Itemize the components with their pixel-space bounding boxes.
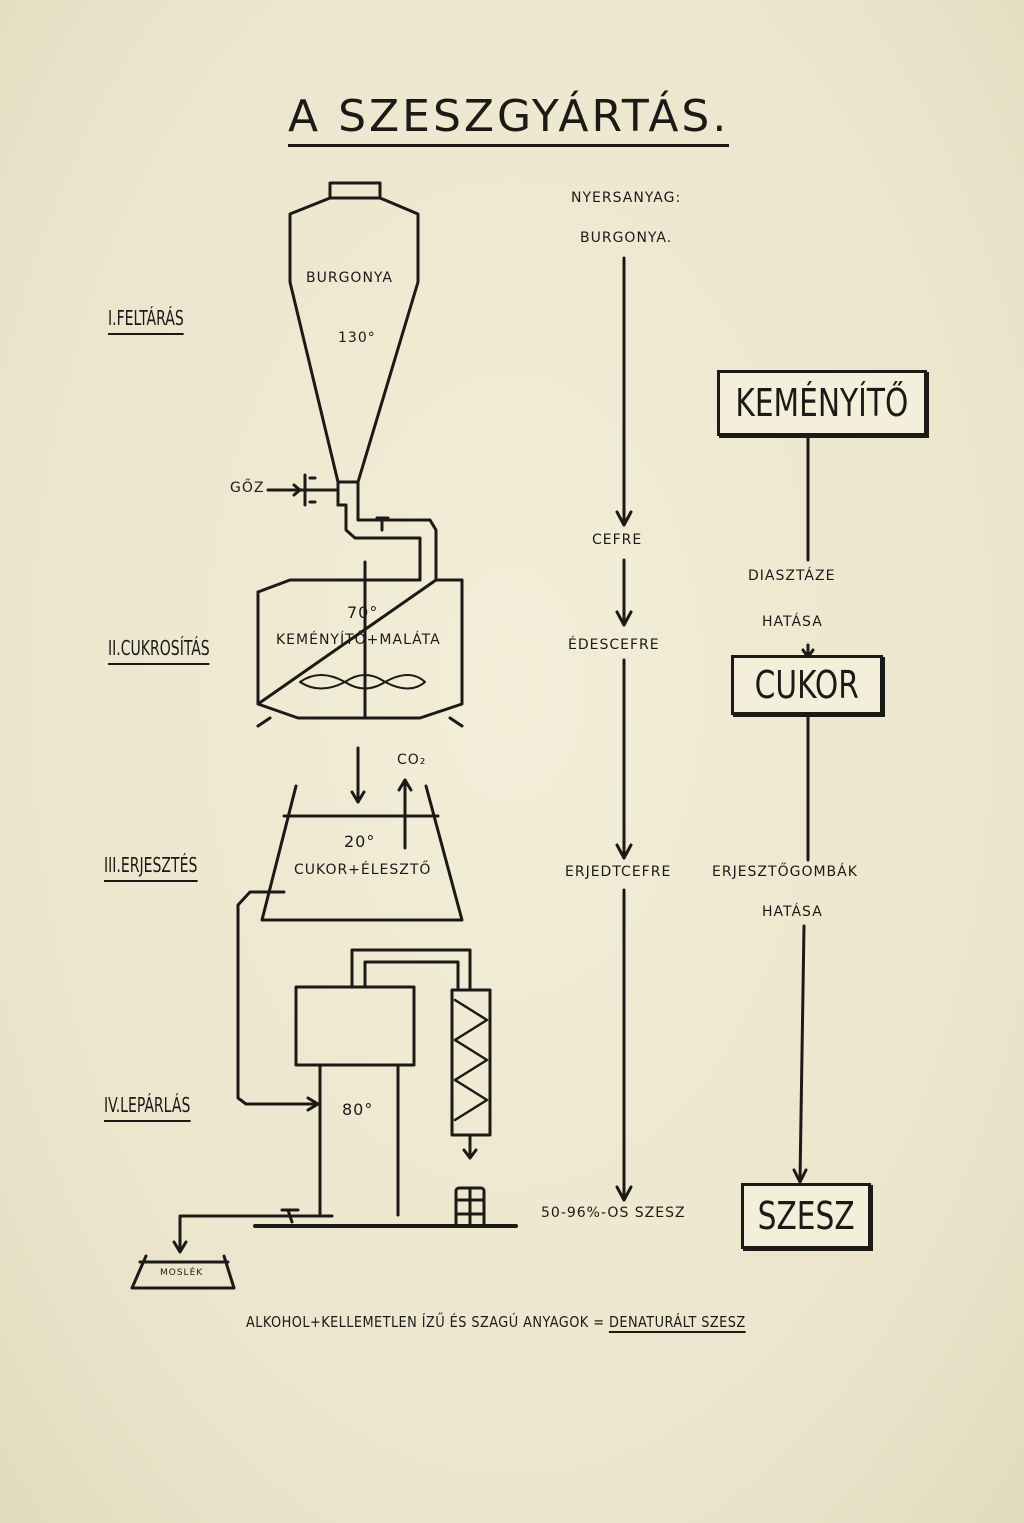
flow-step-1: CEFRE [592, 532, 643, 548]
flow-step-2: ÉDESCEFRE [568, 637, 660, 653]
steam-valve [266, 473, 340, 507]
fermenting-vat [260, 784, 464, 922]
steam-label: GŐZ [230, 480, 265, 496]
slop-vat [130, 1254, 236, 1290]
starch-box: KEMÉNYÍTŐ [717, 370, 927, 436]
steamer-cone [288, 181, 420, 507]
yeast-label: ERJESZTŐGOMBÁK [712, 864, 858, 880]
fermenter-to-still-pipe [236, 890, 320, 1112]
raw-material-label: NYERSANYAG: [571, 190, 682, 206]
receiver-barrel [454, 1186, 486, 1228]
sugar-box: CUKOR [731, 655, 883, 715]
diastase-effect-label: HATÁSA [762, 614, 823, 630]
flow-arrows [615, 256, 633, 1202]
slop-label: MOSLÉK [160, 1268, 204, 1278]
cone-content-label: BURGONYA [306, 270, 393, 286]
still-temp-label: 80° [342, 1100, 374, 1119]
stage-1-label: I.FELTÁRÁS [108, 306, 184, 335]
chem-arrows [792, 431, 815, 1184]
spirit-box-label: SZESZ [757, 1194, 855, 1238]
mash-temp-label: 70° [347, 603, 379, 622]
flow-step-3: ERJEDTCEFRE [565, 864, 672, 880]
sugar-box-label: CUKOR [754, 663, 860, 707]
diastase-label: DIASZTÁZE [748, 568, 836, 584]
condenser [450, 988, 492, 1160]
footer-result: DENATURÁLT SZESZ [609, 1313, 746, 1333]
mash-tun [256, 560, 464, 728]
stage-4-label: IV.LEPÁRLÁS [104, 1093, 191, 1122]
stage-2-label: II.CUKROSÍTÁS [108, 636, 210, 665]
stage-3-label: III.ERJESZTÉS [104, 853, 198, 882]
mash-content-label: KEMÉNYÍTŐ+MALÁTA [276, 632, 441, 648]
cone-temp-label: 130° [338, 330, 376, 346]
slop-drain [172, 1208, 334, 1254]
transfer-pipe [336, 503, 438, 582]
still [294, 948, 472, 1217]
tun-to-fermenter-arrows [350, 746, 413, 850]
yeast-effect-label: HATÁSA [762, 904, 823, 920]
starch-box-label: KEMÉNYÍTŐ [735, 381, 909, 425]
raw-material-value: BURGONYA. [580, 230, 673, 246]
page-title: A SZESZGYÁRTÁS. [288, 92, 730, 147]
footer-note: ALKOHOL+KELLEMETLEN ÍZŰ ÉS SZAGÚ ANYAGOK… [246, 1313, 746, 1333]
spirit-box: SZESZ [741, 1183, 871, 1249]
co2-label: CO₂ [397, 752, 427, 768]
flow-step-4: 50-96%-OS SZESZ [541, 1205, 686, 1221]
ferment-temp-label: 20° [344, 832, 376, 851]
ferment-content-label: CUKOR+ÉLESZTŐ [294, 862, 432, 878]
footer-text: ALKOHOL+KELLEMETLEN ÍZŰ ÉS SZAGÚ ANYAGOK… [246, 1313, 605, 1331]
